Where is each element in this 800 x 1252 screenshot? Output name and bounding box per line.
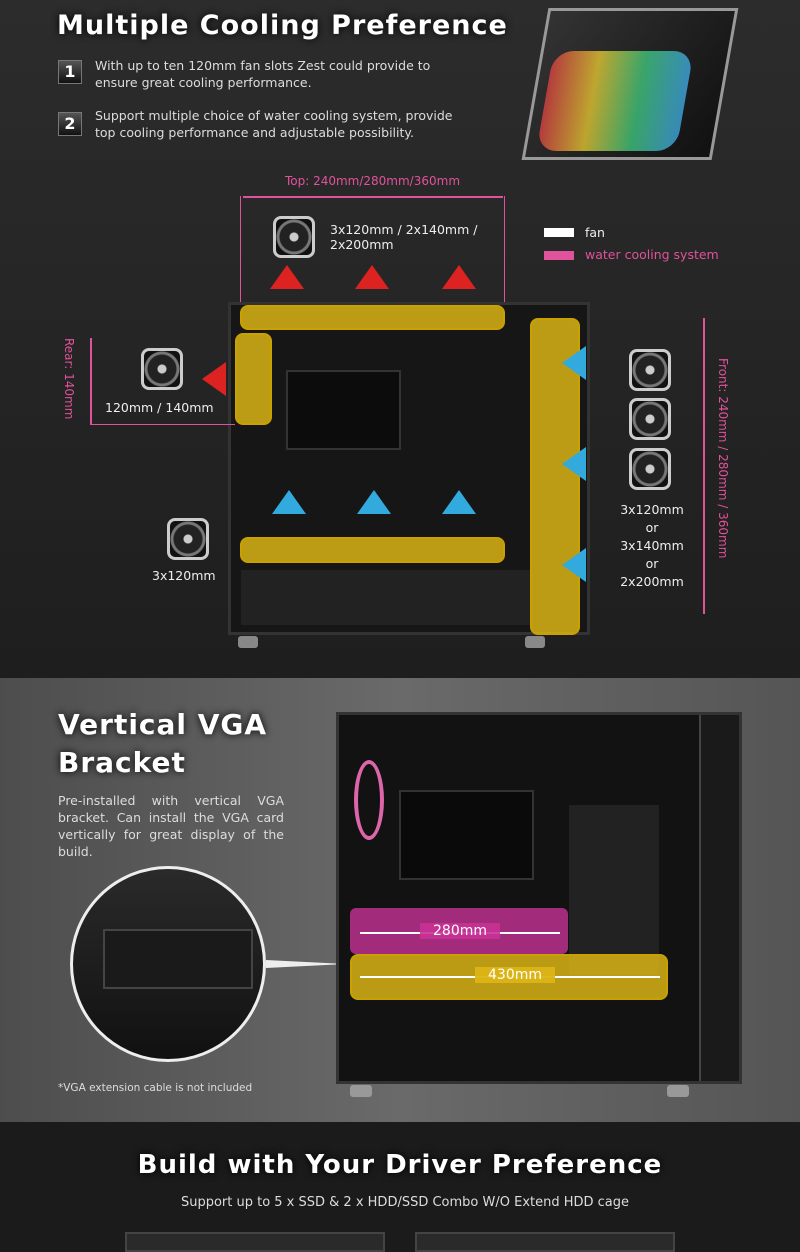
driver-title: Build with Your Driver Preference xyxy=(137,1150,663,1180)
case-image xyxy=(125,1232,385,1252)
rear-radiator xyxy=(235,333,272,425)
front-fans-option: 3x120mm xyxy=(620,502,684,517)
rgb-fan xyxy=(354,760,384,840)
vga-bracket-zoom-image xyxy=(70,866,266,1062)
dimension-guide xyxy=(240,196,241,306)
top-dimension: Top: 240mm/280mm/360mm xyxy=(284,174,461,188)
intake-arrow-icon xyxy=(272,490,306,514)
psu-shroud xyxy=(241,570,531,625)
top-dimension-line xyxy=(243,196,503,198)
vga-title-line: Vertical VGA xyxy=(58,708,268,741)
front-panel xyxy=(699,715,739,1081)
point-number: 1 xyxy=(58,60,82,84)
rear-exhaust-arrow-icon xyxy=(202,362,226,396)
drive-cage xyxy=(569,805,659,975)
front-fans-option: 2x200mm xyxy=(620,574,684,589)
case-foot xyxy=(350,1085,372,1097)
legend-water-swatch xyxy=(544,251,574,260)
case-foot xyxy=(667,1085,689,1097)
top-fans-label: 3x120mm / 2x140mm / 2x200mm xyxy=(330,222,478,252)
front-fans-or: or xyxy=(645,556,659,571)
fan-icon xyxy=(141,348,183,390)
vga-title-line: Bracket xyxy=(58,746,186,779)
bottom-radiator xyxy=(240,537,505,563)
vga-note: *VGA extension cable is not included xyxy=(58,1082,253,1094)
front-dimension: Front: 240mm / 280mm / 360mm xyxy=(716,358,730,559)
dimension-guide xyxy=(90,424,235,425)
point-number: 2 xyxy=(58,112,82,136)
cooling-title: Multiple Cooling Preference xyxy=(57,10,508,41)
dim-430-label: 430mm xyxy=(475,967,555,983)
case-foot xyxy=(238,636,258,648)
bracket xyxy=(103,929,253,989)
exhaust-arrow-icon xyxy=(442,265,476,289)
front-fans-label: 3x120mm or 3x140mm or 2x200mm xyxy=(612,501,692,591)
dimension-guide xyxy=(504,196,505,306)
psu-cutout xyxy=(399,790,534,880)
driver-subtitle: Support up to 5 x SSD & 2 x HDD/SSD Comb… xyxy=(180,1195,630,1210)
intake-arrow-icon xyxy=(562,548,586,582)
vga-title: Vertical VGA Bracket xyxy=(58,706,267,782)
vga-description: Pre-installed with vertical VGA bracket.… xyxy=(58,793,284,859)
exhaust-arrow-icon xyxy=(270,265,304,289)
case-side-view xyxy=(228,302,590,635)
psu-cutout xyxy=(286,370,401,450)
case-image xyxy=(415,1232,675,1252)
bottom-fans-label: 3x120mm xyxy=(152,568,216,583)
intake-arrow-icon xyxy=(442,490,476,514)
legend-fan-label: fan xyxy=(585,225,605,240)
fan-icon xyxy=(167,518,209,560)
vga-section: Vertical VGA Bracket Pre-installed with … xyxy=(0,678,800,1122)
top-radiator xyxy=(240,305,505,330)
front-fans-or: or xyxy=(645,520,659,535)
fan-icon xyxy=(629,448,671,490)
rear-dimension: Rear: 140mm xyxy=(62,338,76,420)
front-dimension-line xyxy=(703,318,705,614)
case-side-view xyxy=(336,712,742,1084)
case-foot xyxy=(525,636,545,648)
zoom-pointer xyxy=(266,960,346,968)
fan-icon xyxy=(273,216,315,258)
legend-fan-swatch xyxy=(544,228,574,237)
exhaust-arrow-icon xyxy=(355,265,389,289)
rear-dimension-line xyxy=(90,338,92,424)
point-text: Support multiple choice of water cooling… xyxy=(95,108,453,140)
point-text: With up to ten 120mm fan slots Zest coul… xyxy=(95,58,431,90)
case-rgb-image xyxy=(521,8,739,160)
fan-icon xyxy=(629,398,671,440)
intake-arrow-icon xyxy=(562,447,586,481)
cooling-section: Multiple Cooling Preference 1 With up to… xyxy=(0,0,800,678)
intake-arrow-icon xyxy=(357,490,391,514)
fan-icon xyxy=(629,349,671,391)
intake-arrow-icon xyxy=(562,346,586,380)
legend-water-label: water cooling system xyxy=(585,247,719,262)
driver-section: Build with Your Driver Preference Suppor… xyxy=(0,1122,800,1252)
front-fans-option: 3x140mm xyxy=(620,538,684,553)
rear-fans-label: 120mm / 140mm xyxy=(105,400,214,415)
dim-280-label: 280mm xyxy=(420,923,500,939)
